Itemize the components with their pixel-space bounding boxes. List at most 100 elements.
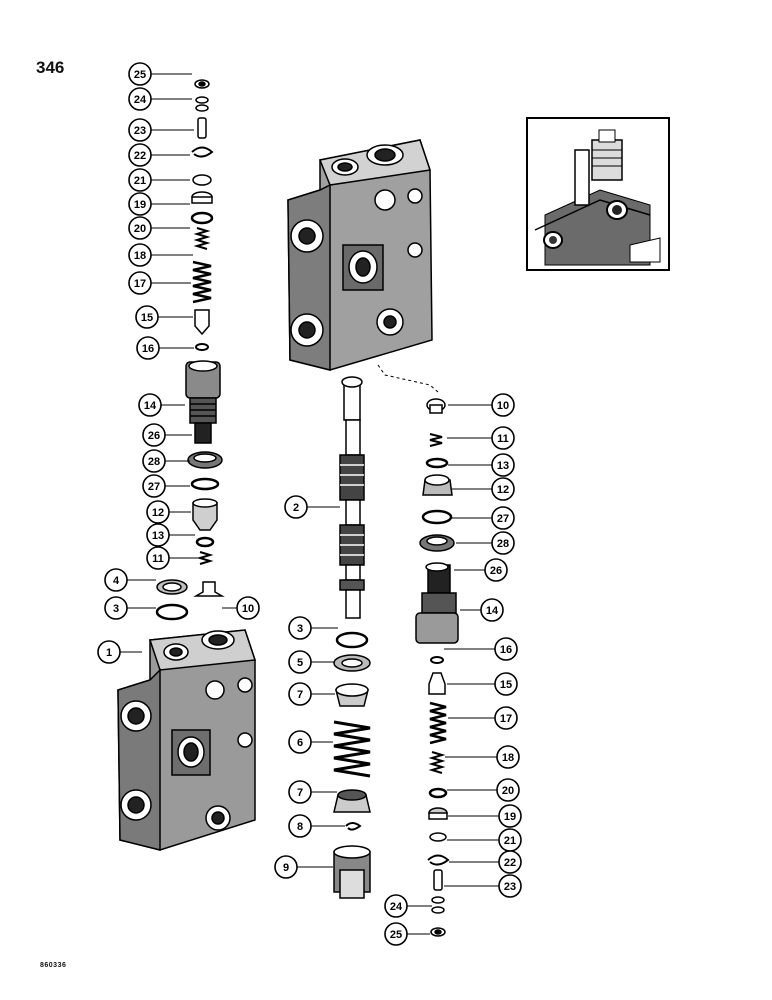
callout-circle — [491, 393, 515, 417]
callout-number: 28 — [148, 456, 160, 468]
callout-circle — [104, 596, 128, 620]
callout-number: 13 — [152, 530, 164, 542]
callout-number: 8 — [297, 821, 303, 833]
callout-circle — [384, 922, 408, 946]
callout-circle — [288, 814, 312, 838]
callout-circle — [498, 874, 522, 898]
callout-circle — [494, 637, 518, 661]
callout-number: 5 — [297, 657, 303, 669]
callout-circle — [128, 118, 152, 142]
callout-circle — [274, 855, 298, 879]
callout-number: 22 — [134, 150, 146, 162]
callout-number: 17 — [500, 713, 512, 725]
callout-circle — [491, 426, 515, 450]
callout-circle — [491, 531, 515, 555]
callout-circle — [288, 780, 312, 804]
callout-number: 27 — [497, 513, 509, 525]
callout-number: 11 — [152, 553, 164, 565]
callout-circle — [288, 650, 312, 674]
left-parts-stack — [155, 79, 225, 621]
callout-number: 25 — [134, 69, 146, 81]
callout-number: 24 — [134, 94, 147, 106]
callout-circle — [496, 778, 520, 802]
callout-number: 16 — [500, 644, 512, 656]
callout-number: 1 — [106, 647, 112, 659]
callout-number: 12 — [497, 484, 509, 496]
callout-circle — [288, 682, 312, 706]
callout-number: 23 — [504, 881, 516, 893]
callout-circle — [142, 423, 166, 447]
callout-circle — [135, 305, 159, 329]
callout-number: 21 — [504, 835, 516, 847]
callout-circle — [236, 596, 260, 620]
callout-circle — [494, 706, 518, 730]
callout-number: 15 — [500, 679, 512, 691]
leader-dashed — [377, 364, 439, 393]
callout-circle — [138, 393, 162, 417]
callout-number: 28 — [497, 538, 509, 550]
callout-number: 20 — [502, 785, 514, 797]
callout-number: 16 — [142, 343, 154, 355]
callout-number: 26 — [148, 430, 160, 442]
callout-number: 19 — [504, 811, 516, 823]
callout-number: 20 — [134, 223, 146, 235]
callout-number: 23 — [134, 125, 146, 137]
callout-number: 18 — [502, 752, 514, 764]
callout-circle — [384, 894, 408, 918]
callout-circle — [104, 568, 128, 592]
callout-circle — [128, 87, 152, 111]
callout-circle — [491, 506, 515, 530]
callout-circle — [128, 192, 152, 216]
callout-number: 3 — [297, 623, 303, 635]
callout-circle — [284, 495, 308, 519]
valve-body-upper — [287, 139, 433, 371]
right-parts-stack — [415, 398, 459, 937]
callout-number: 14 — [144, 400, 157, 412]
callout-number: 18 — [134, 250, 146, 262]
page-number: 346 — [36, 58, 65, 77]
callout-circle — [128, 216, 152, 240]
callout-circle — [484, 558, 508, 582]
callout-number: 3 — [113, 603, 119, 615]
inset-view — [526, 117, 670, 271]
callout-circle — [498, 804, 522, 828]
center-spool-stack — [333, 376, 371, 899]
callout-number: 24 — [390, 901, 403, 913]
callout-circle — [142, 474, 166, 498]
callout-number: 21 — [134, 175, 146, 187]
callout-circle — [128, 168, 152, 192]
callout-circle — [288, 730, 312, 754]
callout-number: 4 — [113, 575, 120, 587]
callout-circle — [142, 449, 166, 473]
callout-circle — [480, 598, 504, 622]
callout-circle — [496, 745, 520, 769]
callout-number: 10 — [242, 603, 254, 615]
left-callouts: 25 24 23 22 21 19 20 18 17 15 16 14 26 28 27 12 13 11 4 10 3… — [97, 62, 260, 664]
callout-circle — [128, 143, 152, 167]
callout-number: 12 — [152, 507, 164, 519]
callout-circle — [491, 477, 515, 501]
callout-number: 11 — [497, 433, 509, 445]
callout-number: 10 — [497, 400, 509, 412]
callout-number: 9 — [283, 862, 289, 874]
callout-number: 7 — [297, 787, 303, 799]
callout-circle — [146, 523, 170, 547]
callout-circle — [97, 640, 121, 664]
callout-number: 2 — [293, 502, 299, 514]
callout-number: 15 — [141, 312, 153, 324]
callout-circle — [146, 546, 170, 570]
callout-circle — [128, 62, 152, 86]
callout-circle — [494, 672, 518, 696]
callout-number: 6 — [297, 737, 303, 749]
callout-number: 27 — [148, 481, 160, 493]
callout-circle — [128, 243, 152, 267]
callout-circle — [146, 500, 170, 524]
callout-circle — [136, 336, 160, 360]
callout-number: 19 — [134, 199, 146, 211]
callout-number: 17 — [134, 278, 146, 290]
callout-number: 25 — [390, 929, 402, 941]
figure-code: 860336 — [40, 962, 67, 969]
